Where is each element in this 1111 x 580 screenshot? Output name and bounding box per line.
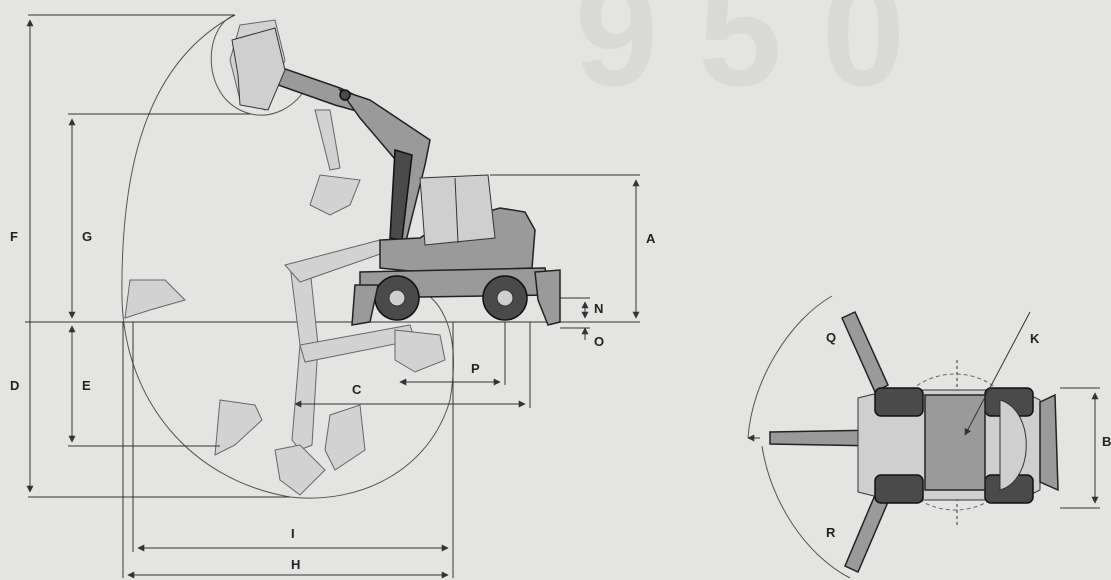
top-cab xyxy=(924,394,986,491)
excavator-body xyxy=(351,174,561,326)
label-I: I xyxy=(291,526,295,541)
excavator-arm xyxy=(231,27,431,246)
label-G: G xyxy=(82,229,92,244)
label-E: E xyxy=(82,378,91,393)
top-blade xyxy=(1039,393,1059,492)
label-O: O xyxy=(594,334,604,349)
bucket xyxy=(231,27,286,111)
label-R: R xyxy=(826,525,836,540)
outrigger xyxy=(351,284,379,326)
arm-pivot xyxy=(339,89,351,101)
label-D: D xyxy=(10,378,19,393)
top-wheel-front-right xyxy=(874,474,924,504)
label-H: H xyxy=(291,557,300,572)
cab xyxy=(419,174,496,246)
bucket-arc xyxy=(210,14,311,116)
watermark: 950 xyxy=(575,0,945,117)
boom-offset-right xyxy=(844,493,889,574)
label-N: N xyxy=(594,301,603,316)
label-P: P xyxy=(471,361,480,376)
label-F: F xyxy=(10,229,18,244)
swing-arc-lower xyxy=(761,445,851,579)
swing-arc-upper xyxy=(747,295,833,439)
label-Q: Q xyxy=(826,330,836,345)
label-B: B xyxy=(1102,434,1111,449)
counterweight xyxy=(999,399,1027,491)
top-view: K Q R B xyxy=(747,295,1111,579)
side-view: F D G E A N O P C I xyxy=(10,14,656,579)
boom-offset-left xyxy=(841,311,889,394)
label-C: C xyxy=(352,382,362,397)
dozer-blade xyxy=(534,269,561,326)
label-A: A xyxy=(646,231,656,246)
top-wheel-front-left xyxy=(874,387,924,417)
boom xyxy=(338,88,431,246)
label-K: K xyxy=(1030,331,1040,346)
